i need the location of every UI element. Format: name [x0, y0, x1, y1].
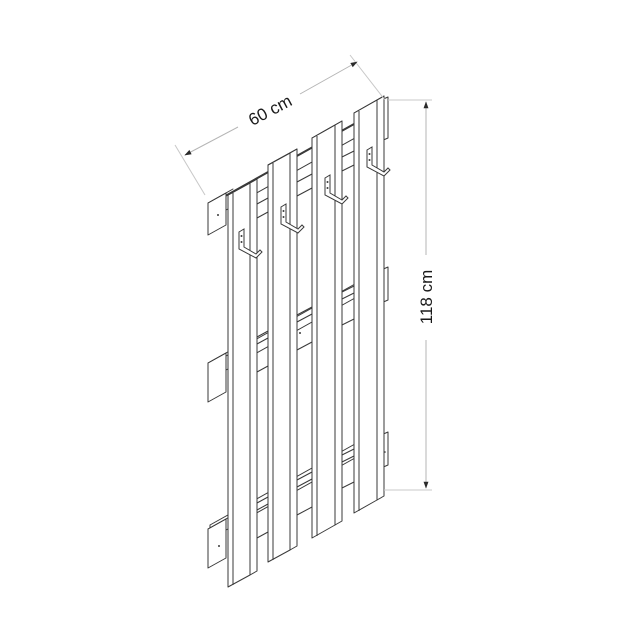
- slat-3: [299, 120, 343, 539]
- slat-1: [227, 178, 258, 588]
- width-label: 60 cm: [245, 91, 295, 130]
- hook-2: [280, 203, 305, 234]
- hook-4: [366, 146, 391, 177]
- height-label: 118 cm: [417, 270, 436, 325]
- slat-2: [267, 148, 298, 563]
- height-dimension: 118 cm: [384, 99, 436, 491]
- batten-gaps: [256, 150, 355, 539]
- hook-3: [324, 174, 349, 205]
- slat-4: [353, 95, 385, 514]
- hook-1: [238, 228, 263, 259]
